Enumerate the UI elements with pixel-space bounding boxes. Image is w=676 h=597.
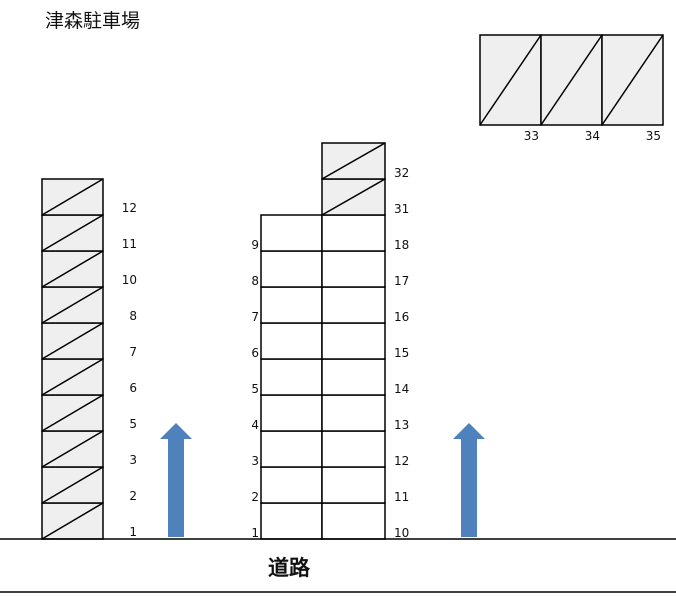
slot-number: 8 [129, 309, 137, 323]
parking-slot [41, 394, 104, 432]
slot-number: 12 [122, 201, 137, 215]
slot-number: 11 [394, 490, 409, 504]
slot-number: 15 [394, 346, 409, 360]
parking-slot [41, 502, 104, 540]
up-arrow-icon [453, 423, 485, 537]
parking-slot [601, 34, 664, 126]
parking-slot [260, 322, 323, 360]
slot-number: 16 [394, 310, 409, 324]
parking-slot [260, 502, 323, 540]
slot-number: 9 [251, 238, 259, 252]
slot-number: 8 [251, 274, 259, 288]
slot-number: 34 [585, 129, 600, 143]
parking-slot [321, 250, 386, 288]
parking-slot [321, 394, 386, 432]
parking-slot [41, 214, 104, 252]
parking-slot [540, 34, 603, 126]
slot-number: 31 [394, 202, 409, 216]
slot-number: 7 [251, 310, 259, 324]
slot-number: 14 [394, 382, 409, 396]
road-label: 道路 [268, 556, 311, 580]
slot-number: 13 [394, 418, 409, 432]
parking-slot [321, 286, 386, 324]
slot-number: 32 [394, 166, 409, 180]
parking-slot [260, 358, 323, 396]
parking-slot [260, 214, 323, 252]
up-arrow-icon [160, 423, 192, 537]
parking-title: 津森駐車場 [45, 10, 140, 32]
slot-number: 3 [129, 453, 137, 467]
slot-number: 5 [251, 382, 259, 396]
slot-number: 6 [251, 346, 259, 360]
parking-slot [321, 502, 386, 540]
slot-number: 10 [394, 526, 409, 540]
slot-number: 7 [129, 345, 137, 359]
slot-number: 11 [122, 237, 137, 251]
parking-slot [321, 142, 386, 180]
slot-number: 10 [122, 273, 137, 287]
parking-slot [41, 322, 104, 360]
slot-number: 1 [251, 526, 259, 540]
parking-slot [41, 286, 104, 324]
slot-number: 35 [646, 129, 661, 143]
slot-number: 33 [524, 129, 539, 143]
parking-slot [321, 466, 386, 504]
parking-slot [321, 178, 386, 216]
parking-slot [260, 394, 323, 432]
entry-arrows [160, 423, 485, 537]
slot-number: 1 [129, 525, 137, 539]
parking-slot [321, 322, 386, 360]
slot-number: 2 [129, 489, 137, 503]
slot-number: 18 [394, 238, 409, 252]
parking-slot [260, 466, 323, 504]
slot-number: 12 [394, 454, 409, 468]
slot-number: 6 [129, 381, 137, 395]
parking-slot [41, 358, 104, 396]
slot-number: 5 [129, 417, 137, 431]
parking-slot [41, 250, 104, 288]
parking-slot [260, 430, 323, 468]
slot-number: 2 [251, 490, 259, 504]
parking-slot [321, 214, 386, 252]
slot-number: 17 [394, 274, 409, 288]
parking-slot [260, 286, 323, 324]
parking-slot [260, 250, 323, 288]
slot-number: 4 [251, 418, 259, 432]
parking-slot [479, 34, 542, 126]
parking-slot [41, 430, 104, 468]
parking-slot [321, 358, 386, 396]
parking-slot [41, 466, 104, 504]
slot-number: 3 [251, 454, 259, 468]
parking-slot [41, 178, 104, 216]
parking-slot [321, 430, 386, 468]
top-parking-row: 33 34 35 [479, 34, 664, 143]
